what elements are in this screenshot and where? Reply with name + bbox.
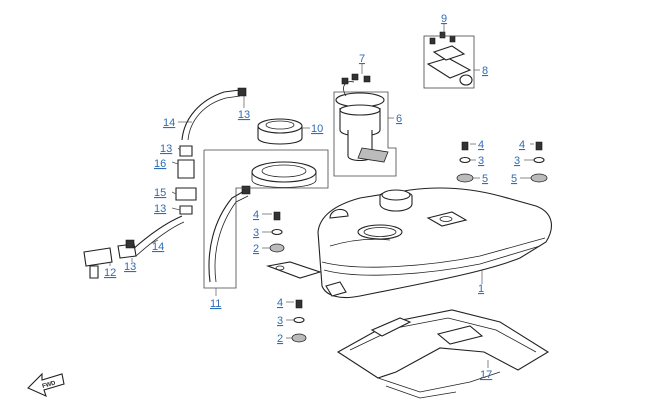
callout-16[interactable]: 16 (154, 158, 166, 170)
callout-14-lower[interactable]: 14 (152, 241, 164, 253)
callout-13-top[interactable]: 13 (238, 109, 250, 121)
callout-3-right-b[interactable]: 3 (514, 155, 520, 167)
forward-arrow-icon: FWD (27, 372, 65, 398)
callout-11[interactable]: 11 (210, 298, 221, 310)
callout-labels: 9 8 7 6 10 14 13 13 16 15 13 14 13 12 11… (104, 13, 525, 381)
callout-8[interactable]: 8 (482, 65, 488, 77)
callout-6[interactable]: 6 (396, 113, 402, 125)
fuel-pump (335, 73, 389, 163)
vent-hose-upper (175, 87, 247, 215)
callout-5-right-a[interactable]: 5 (482, 173, 488, 185)
callout-9[interactable]: 9 (441, 13, 447, 25)
callout-4-mid[interactable]: 4 (253, 209, 259, 221)
fwd-badge: FWD (42, 380, 57, 390)
vent-hose-lower (83, 215, 185, 279)
callout-14-upper[interactable]: 14 (163, 117, 175, 129)
callout-13-upper[interactable]: 13 (160, 143, 172, 155)
callout-4-right-a[interactable]: 4 (478, 139, 484, 151)
callout-2-low[interactable]: 2 (277, 333, 283, 345)
callout-4-right-b[interactable]: 4 (519, 139, 525, 151)
callout-2-mid[interactable]: 2 (253, 243, 259, 255)
breather-pipe (208, 185, 251, 283)
callout-10[interactable]: 10 (311, 123, 323, 135)
callout-13-lower[interactable]: 13 (124, 261, 136, 273)
callout-3-right-a[interactable]: 3 (478, 155, 484, 167)
callout-17[interactable]: 17 (480, 369, 492, 381)
callout-3-low[interactable]: 3 (277, 315, 283, 327)
callout-7[interactable]: 7 (359, 53, 365, 65)
filler-ring (251, 161, 317, 188)
callout-1[interactable]: 1 (478, 283, 484, 295)
callout-12[interactable]: 12 (104, 267, 116, 279)
fuel-cap (257, 118, 303, 145)
heat-shield (336, 309, 550, 399)
regulator (426, 31, 473, 86)
group-boxes (203, 35, 475, 289)
leader-lines (109, 24, 534, 368)
callout-4-low[interactable]: 4 (277, 297, 283, 309)
callout-15[interactable]: 15 (154, 187, 166, 199)
callout-13-middle[interactable]: 13 (154, 203, 166, 215)
callout-3-mid[interactable]: 3 (253, 227, 259, 239)
callout-5-right-b[interactable]: 5 (511, 173, 517, 185)
fuel-tank (265, 187, 552, 299)
